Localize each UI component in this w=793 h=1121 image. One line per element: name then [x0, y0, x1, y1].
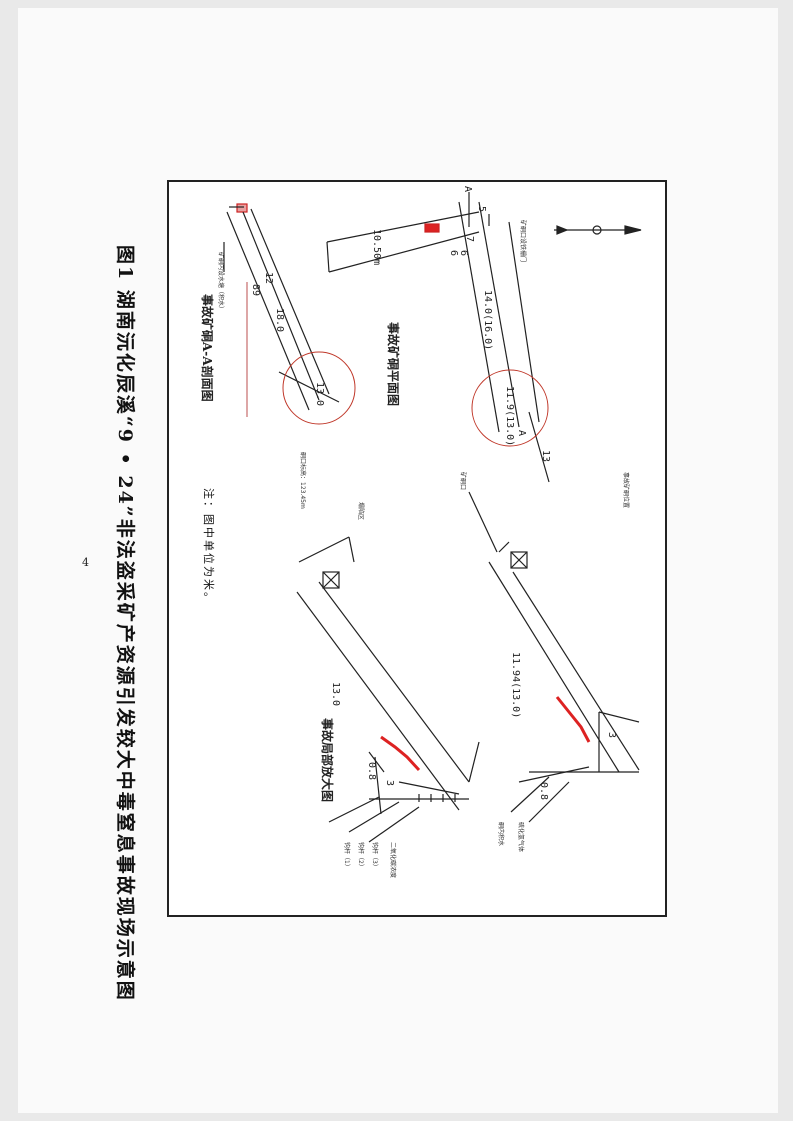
- annotation-8: 钩杆（2）: [357, 842, 365, 870]
- dim-section-18: 18.0: [274, 308, 285, 332]
- dim-plan-13: 13: [540, 450, 551, 462]
- dim-section-89: 89: [250, 284, 261, 296]
- dim-section-13: 13.0: [314, 382, 325, 406]
- label-plan-a2: A: [516, 430, 527, 436]
- dim-plan-6b: 6: [458, 250, 469, 256]
- dim-detail-13: 13.0: [330, 682, 341, 706]
- dim-plan-119: 11.9(13.0): [504, 386, 515, 446]
- dim-detail-3b: 3: [606, 732, 617, 738]
- unit-note: 注：图中单位为米。: [202, 488, 215, 605]
- annotation-7: 钩杆（1）: [343, 842, 351, 870]
- title-plan-view: 事故矿硐平面图: [386, 322, 401, 406]
- dim-detail-08b: 0.8: [538, 782, 549, 800]
- dim-detail-3a: 3: [384, 780, 395, 786]
- dim-section-12: 12: [263, 272, 274, 284]
- dim-plan-5: 5: [476, 206, 487, 212]
- annotation-2: 硐口标高：123.45m: [299, 452, 307, 509]
- label-plan-a1: A: [462, 186, 473, 192]
- annotation-9: 钩杆（3）: [371, 842, 379, 870]
- figure-frame: 18.0 13.0 89 12 10.50m 14.0(16.0) 11.9(1…: [167, 180, 667, 917]
- detail-left: [296, 536, 480, 843]
- section-view: [223, 203, 356, 425]
- dim-plan-1050: 10.50m: [371, 229, 382, 265]
- dim-plan-6a: 6: [448, 250, 459, 256]
- annotation-11: 硐内积水: [497, 822, 505, 846]
- dim-plan-14: 14.0(16.0): [482, 290, 493, 350]
- dim-detail-08a: 0.8: [366, 762, 377, 780]
- figure-caption: 图1 湖南沅化辰溪“9 • 24”非法盗采矿产资源引发较大中毒窒息事故现场示意图: [114, 245, 136, 1002]
- annotation-6: 矿硐口设铁栅门: [519, 220, 527, 262]
- title-section-view: 事故矿硐A-A剖面图: [200, 294, 215, 402]
- page-number: 4: [82, 556, 89, 569]
- annotation-3: 塌陷区: [357, 502, 365, 520]
- annotation-5: 事故矿硐位置: [622, 472, 630, 508]
- dim-plan-7: 7: [464, 236, 475, 242]
- accident-diagram: 18.0 13.0 89 12 10.50m 14.0(16.0) 11.9(1…: [200, 186, 642, 878]
- plan-view: [326, 192, 642, 483]
- annotation-12: 硫化氢气体: [517, 822, 525, 852]
- annotation-1: 矿硐内设水塘（积水）: [217, 252, 225, 312]
- detail-right: [468, 491, 640, 823]
- title-detail-view: 事故局部放大图: [320, 718, 335, 802]
- dim-detail-1194: 11.94(13.0): [510, 652, 521, 718]
- annotation-4: 矿硐口: [459, 472, 467, 490]
- annotation-10: 二氧化碳浓度: [389, 842, 397, 878]
